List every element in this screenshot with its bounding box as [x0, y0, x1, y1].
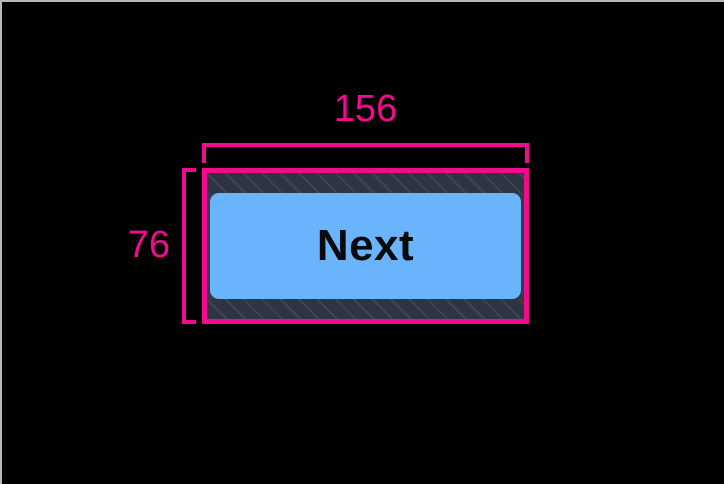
padding-band-top: [207, 173, 524, 193]
width-dimension-label: 156: [333, 88, 398, 130]
measured-widget[interactable]: Next: [207, 173, 524, 319]
next-button-label: Next: [316, 221, 415, 270]
width-dimension-bracket: [202, 143, 529, 163]
height-dimension-label: 76: [127, 224, 170, 266]
height-dimension-bracket: [182, 168, 196, 324]
selection-rectangle[interactable]: [202, 168, 529, 324]
next-button[interactable]: Next: [210, 193, 521, 299]
padding-band-bottom: [207, 299, 524, 319]
